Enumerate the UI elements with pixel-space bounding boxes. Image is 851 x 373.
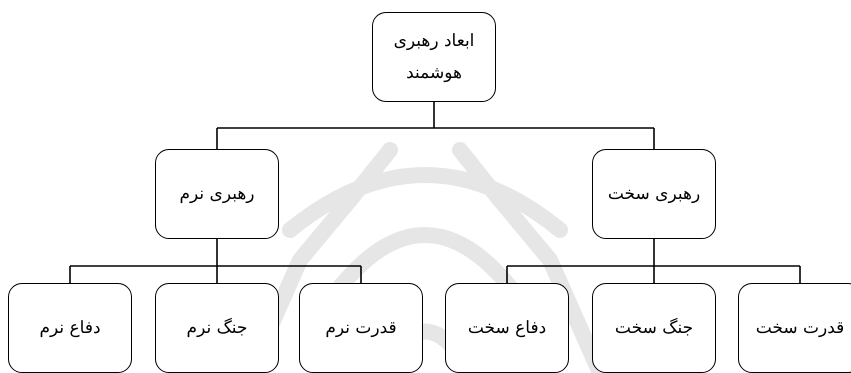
node-soft-war: جنگ نرم bbox=[155, 283, 279, 373]
node-soft-power-label: قدرت نرم bbox=[325, 317, 397, 338]
root-label-line2: هوشمند bbox=[406, 63, 462, 83]
node-soft-leadership-label: رهبری نرم bbox=[179, 183, 255, 204]
node-soft-power: قدرت نرم bbox=[299, 283, 423, 373]
node-hard-war-label: جنگ سخت bbox=[614, 317, 694, 338]
node-soft-leadership: رهبری نرم bbox=[155, 149, 279, 239]
node-hard-power-label: قدرت سخت bbox=[755, 317, 845, 338]
root-label-line1: ابعاد رهبری bbox=[393, 30, 475, 51]
root-node: ابعاد رهبری هوشمند bbox=[372, 12, 496, 102]
node-hard-leadership: رهبری سخت bbox=[592, 149, 716, 239]
node-hard-defense-label: دفاع سخت bbox=[467, 317, 547, 338]
node-soft-defense: دفاع نرم bbox=[8, 283, 132, 373]
node-hard-leadership-label: رهبری سخت bbox=[607, 183, 701, 204]
node-hard-power: قدرت سخت bbox=[738, 283, 851, 373]
node-soft-war-label: جنگ نرم bbox=[186, 317, 248, 338]
node-hard-war: جنگ سخت bbox=[592, 283, 716, 373]
node-soft-defense-label: دفاع نرم bbox=[39, 317, 101, 338]
node-hard-defense: دفاع سخت bbox=[445, 283, 569, 373]
